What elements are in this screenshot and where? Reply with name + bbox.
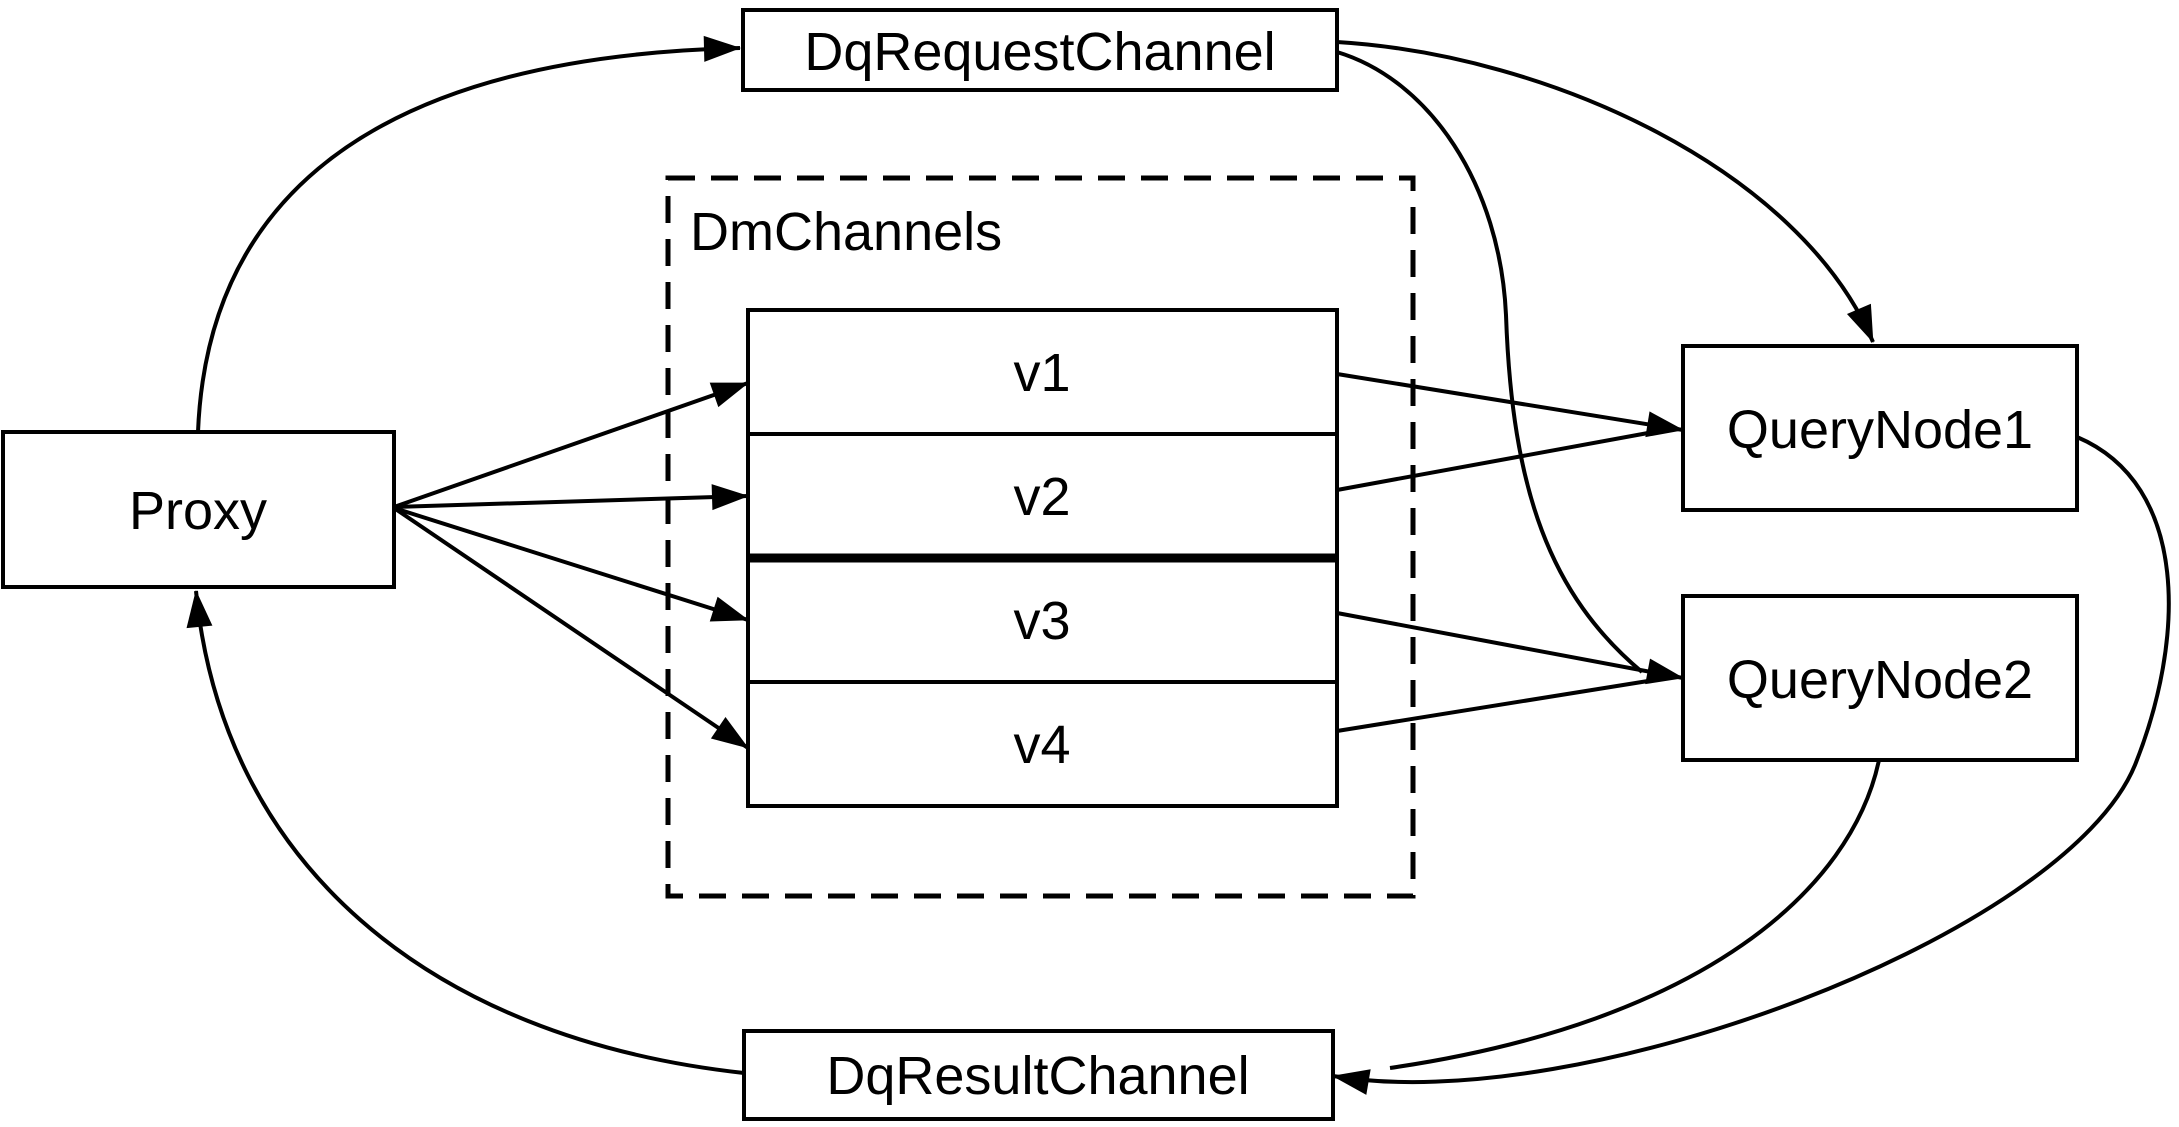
dq-request-channel-label: DqRequestChannel bbox=[804, 22, 1275, 82]
edge-proxy-to-v4 bbox=[392, 506, 750, 750]
proxy-label: Proxy bbox=[129, 481, 267, 541]
group-dm-channels: DmChannels bbox=[665, 175, 1416, 899]
node-dq-request-channel: DqRequestChannel bbox=[741, 8, 1339, 92]
dq-result-channel-box bbox=[742, 1029, 1335, 1121]
edge-proxy-to-v2 bbox=[393, 484, 749, 511]
edge-proxy-to-v3 bbox=[393, 506, 749, 622]
query-node-2-box bbox=[1681, 594, 2079, 762]
dq-request-channel-box bbox=[741, 8, 1339, 92]
channel-row-v4-label: v4 bbox=[1013, 715, 1070, 775]
dq-result-channel-label: DqResultChannel bbox=[826, 1046, 1249, 1106]
proxy-box bbox=[1, 430, 396, 589]
edge-querynode1-to-dqresultchannel bbox=[1332, 435, 2171, 1095]
edge-v1-to-querynode1 bbox=[1336, 372, 1684, 438]
edge-dqresultchannel-to-proxy bbox=[186, 590, 745, 1075]
edge-v2-to-querynode1 bbox=[1336, 431, 1649, 492]
channel-row-v1-label: v1 bbox=[1013, 343, 1070, 403]
edge-v3-to-querynode2 bbox=[1336, 611, 1684, 685]
node-query-node-1: QueryNode1 bbox=[1681, 344, 2079, 512]
node-proxy: Proxy bbox=[1, 430, 396, 589]
node-query-node-2: QueryNode2 bbox=[1681, 594, 2079, 762]
query-node-2-label: QueryNode2 bbox=[1727, 650, 2033, 710]
edge-v4-to-querynode2 bbox=[1336, 679, 1649, 733]
edge-proxy-to-v1 bbox=[393, 381, 749, 509]
channel-row-v3-label: v3 bbox=[1013, 591, 1070, 651]
dm-channels-group-label: DmChannels bbox=[690, 202, 1002, 262]
node-channel-table: v1 v2 v3 v4 bbox=[746, 308, 1339, 808]
edge-querynode2-to-dqresultchannel bbox=[1389, 759, 1881, 1070]
edges-layer bbox=[186, 35, 2171, 1095]
channel-row-v2-label: v2 bbox=[1013, 467, 1070, 527]
edge-proxy-to-dqrequestchannel bbox=[196, 35, 741, 433]
edge-dqrequestchannel-to-querynode2 bbox=[1336, 50, 1644, 674]
query-node-1-label: QueryNode1 bbox=[1727, 400, 2033, 460]
node-dq-result-channel: DqResultChannel bbox=[742, 1029, 1335, 1121]
edge-dqrequestchannel-to-querynode1 bbox=[1336, 40, 1875, 343]
query-node-1-box bbox=[1681, 344, 2079, 512]
